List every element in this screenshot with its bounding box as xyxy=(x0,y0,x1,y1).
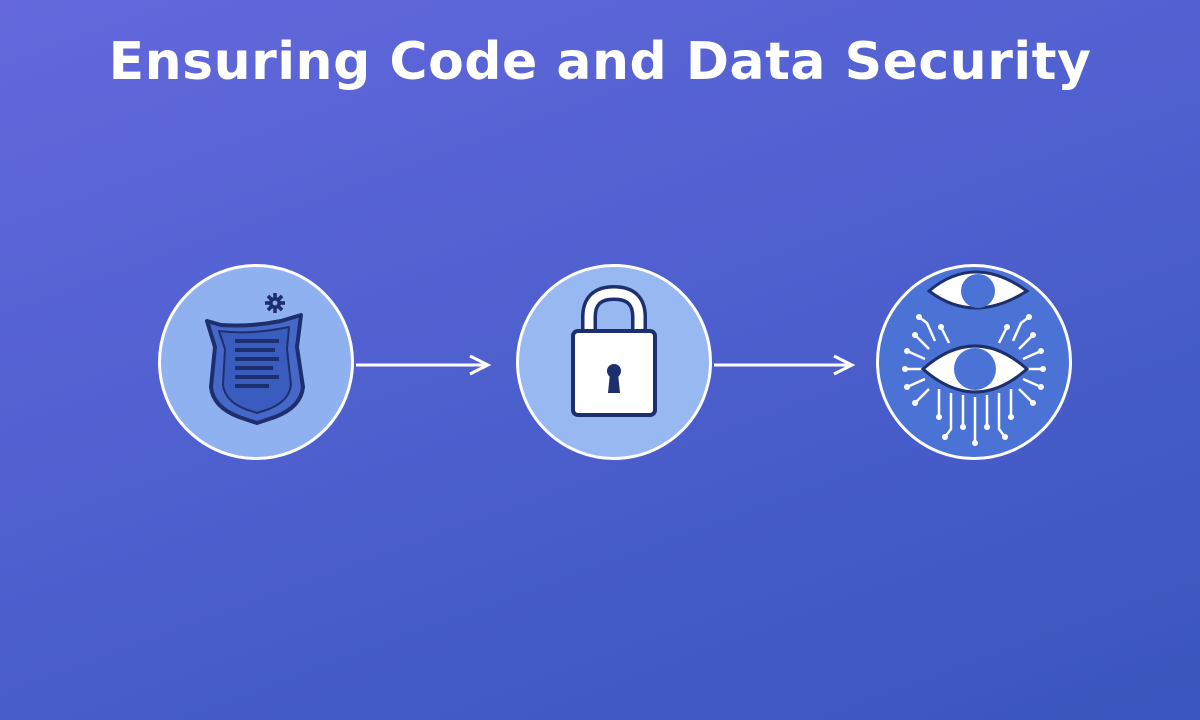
step-1-circle xyxy=(158,264,354,460)
shield-document-gear-icon xyxy=(205,293,305,425)
arrow-step-2-to-3 xyxy=(714,354,856,376)
step-3-circle xyxy=(876,264,1072,460)
arrow-step-1-to-2 xyxy=(356,354,492,376)
padlock-icon xyxy=(571,284,657,417)
eye-circuit-icon xyxy=(902,270,1046,446)
step-2-circle xyxy=(516,264,712,460)
diagram-title: Ensuring Code and Data Security xyxy=(108,32,1092,92)
